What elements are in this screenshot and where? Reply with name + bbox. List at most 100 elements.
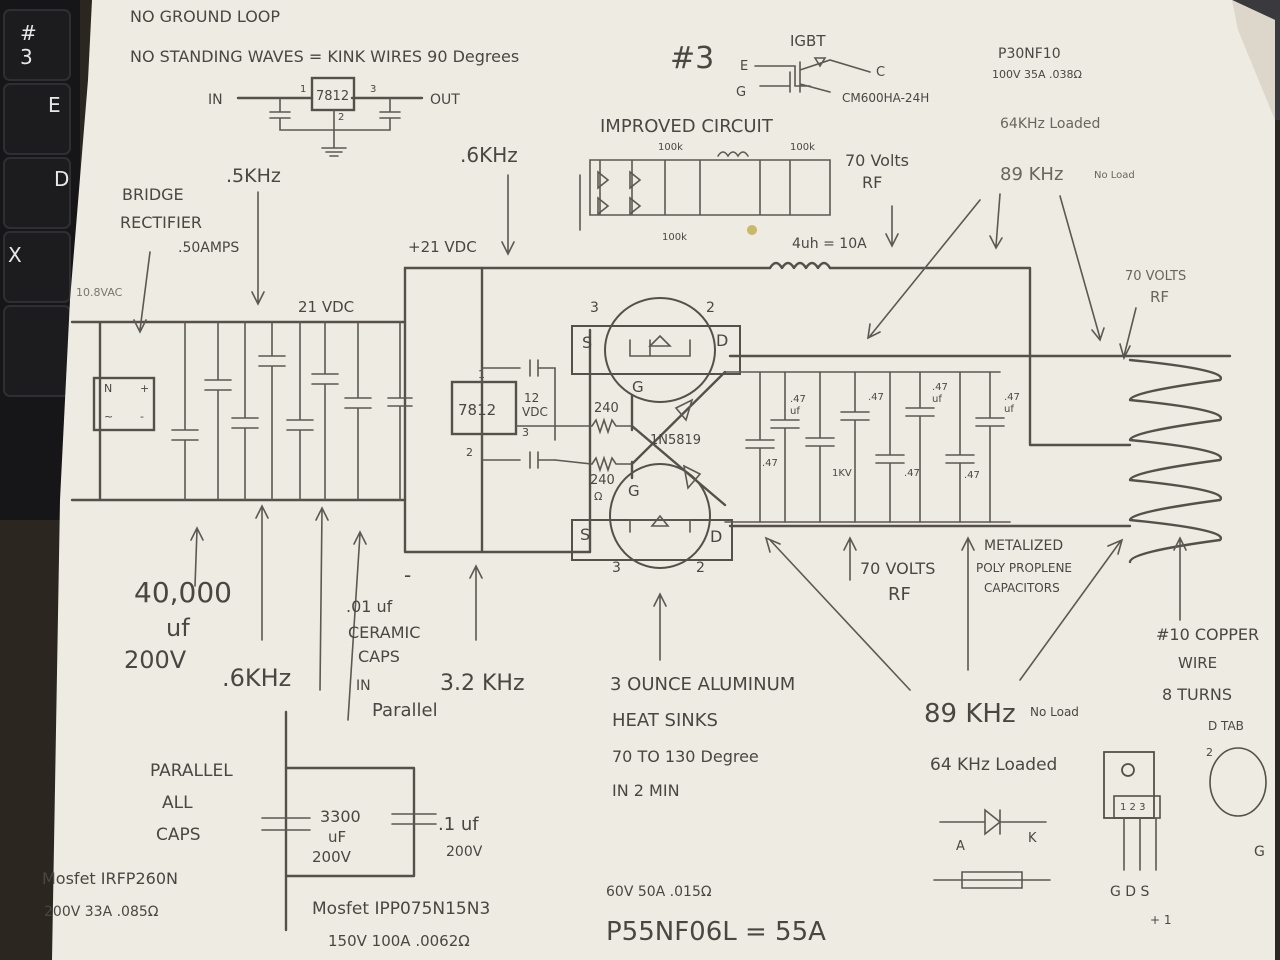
resistor-240-bottom: 240 (590, 473, 615, 488)
improved-100k-1: 100k (658, 142, 683, 153)
mosfet-ipp075-spec: 150V 100A .0062Ω (328, 932, 470, 950)
cap-047-e: .47 (762, 458, 778, 469)
label-200v: 200V (124, 646, 187, 674)
to220-123: 1 2 3 (1120, 802, 1145, 813)
to220-dtab: D TAB (1208, 719, 1244, 733)
cap-3300: 3300 (320, 807, 361, 826)
resonant-caps (724, 371, 1011, 523)
label-50amps: .50AMPS (178, 240, 239, 256)
note-no-standing-waves: NO STANDING WAVES = KINK WIRES 90 Degree… (130, 47, 519, 66)
diode-pinout: A K (933, 808, 1051, 889)
reg-out-label: OUT (430, 92, 460, 108)
cap-3300-v: 200V (312, 848, 352, 866)
main-reg-vdc: VDC (522, 405, 548, 419)
to220-package: 1 2 3 G D S + 1 D TAB 2 G (1103, 719, 1267, 927)
mosfet-top-pin2: 2 (706, 300, 715, 316)
note-no-ground-loop: NO GROUND LOOP (130, 7, 280, 26)
improved-100k-3: 100k (662, 232, 687, 243)
label-ceramic-3: CAPS (358, 647, 400, 666)
mosfet-top-d: D (716, 331, 728, 350)
mosfet-top-g: G (632, 378, 644, 396)
label-heat-2: HEAT SINKS (612, 710, 718, 731)
label-noload-top: No Load (1094, 170, 1135, 181)
key-d-label: D (54, 167, 69, 191)
cross-coupling: 1N5819 (630, 370, 727, 507)
bridge-n: N (104, 382, 112, 395)
label-89khz-top: 89 KHz (1000, 164, 1063, 185)
igbt-g: G (736, 85, 746, 100)
label-ceramic-4: IN (356, 678, 371, 694)
label-parallel-1: PARALLEL (150, 761, 233, 781)
diode-a: A (956, 839, 965, 854)
label-89khz-bottom: 89 KHz (924, 699, 1016, 729)
label-ac-in: 10.8VAC (76, 286, 123, 299)
ref-loaded: 64KHz Loaded (1000, 116, 1100, 132)
label-copper-1: #10 COPPER (1156, 625, 1259, 644)
label-copper-3: 8 TURNS (1162, 685, 1232, 704)
label-3-2khz: 3.2 KHz (440, 671, 525, 696)
main-reg-pin3: 3 (522, 426, 529, 439)
label-40000: 40,000 (134, 576, 232, 609)
mosfet-top: S D G 3 2 (571, 297, 741, 403)
power-rails (70, 266, 1132, 554)
cap-uf-d: uf (1004, 404, 1014, 415)
label-heat-3: 70 TO 130 Degree (612, 747, 759, 766)
keyboard-key-e (3, 83, 71, 155)
cap-047-a: .47 (790, 394, 806, 405)
igbt-symbol: IGBT E G C CM600HA-24H (736, 32, 929, 105)
label-64khz-bottom: 64 KHz Loaded (930, 755, 1057, 775)
label-noload-bottom: No Load (1030, 705, 1079, 719)
sheet-number: #3 (670, 41, 714, 76)
label-bridge: BRIDGE (122, 185, 184, 204)
mosfet-ipp075: Mosfet IPP075N15N3 (312, 899, 490, 919)
label-metal-1: METALIZED (984, 538, 1063, 554)
mosfet-bottom-g: G (628, 482, 640, 500)
diode-1n5819: 1N5819 (650, 433, 701, 448)
label-parallel-2: ALL (162, 793, 193, 813)
label-70volts-right: 70 VOLTS (1125, 269, 1186, 284)
cap-01uf-v: 200V (446, 844, 483, 860)
bridge-ac: ~ (104, 410, 113, 423)
bridge-minus: - (140, 410, 144, 423)
to220-pin2: 2 (1206, 746, 1213, 759)
cap-047-c: .47 (932, 382, 948, 393)
main-regulator: 7812 12 VDC 1 2 3 (450, 359, 556, 469)
reg-top-chip (310, 76, 356, 112)
cap-047-g: .47 (964, 470, 980, 481)
mosfet-bottom-s: S (580, 525, 590, 544)
reg-top-pin2: 2 (338, 112, 344, 123)
label-metal-3: CAPACITORS (984, 581, 1060, 595)
ref-spec: 100V 35A .038Ω (992, 68, 1082, 81)
key-hash-label: # (20, 21, 37, 45)
resistor-240-top: 240 (594, 401, 619, 416)
parallel-caps: PARALLEL ALL CAPS 3300 uF 200V .1 uf 200… (150, 710, 483, 932)
paper-sheet (52, 0, 1275, 960)
top-regulator: IN OUT 7812 1 2 3 (208, 76, 460, 157)
mosfet-bottom-pin2: 2 (696, 560, 705, 576)
reg-top-pin1: 1 (300, 84, 306, 95)
label-5khz: .5KHz (226, 165, 281, 187)
mosfet-bottom-d: D (710, 527, 722, 546)
cap-uf-c: uf (932, 394, 942, 405)
cap-3300-uf: uF (328, 828, 346, 846)
main-reg-chip: 7812 (458, 401, 496, 419)
label-rectifier: RECTIFIER (120, 213, 202, 232)
cap-047-f: .47 (904, 468, 920, 479)
mosfet-irfp260n-spec: 200V 33A .085Ω (44, 904, 159, 920)
to220-g: G (1254, 844, 1265, 860)
igbt-c: C (876, 65, 885, 80)
label-plus-21vdc: +21 VDC (408, 238, 477, 256)
label-ceramic-2: CERAMIC (348, 623, 420, 642)
resistor-ohm: Ω (594, 490, 602, 503)
top-arrows (133, 174, 1137, 361)
improved-100k-2: 100k (790, 142, 815, 153)
cap-1kv: 1KV (832, 468, 852, 479)
main-reg-12: 12 (524, 391, 539, 405)
mosfet-top-pin3: 3 (590, 300, 599, 316)
to220-plus: + 1 (1150, 913, 1172, 927)
label-rf-mid: RF (888, 584, 911, 605)
label-minus: - (404, 563, 411, 587)
mosfet-bottom-pin3: 3 (612, 560, 621, 576)
main-reg-pin2: 2 (466, 446, 473, 459)
